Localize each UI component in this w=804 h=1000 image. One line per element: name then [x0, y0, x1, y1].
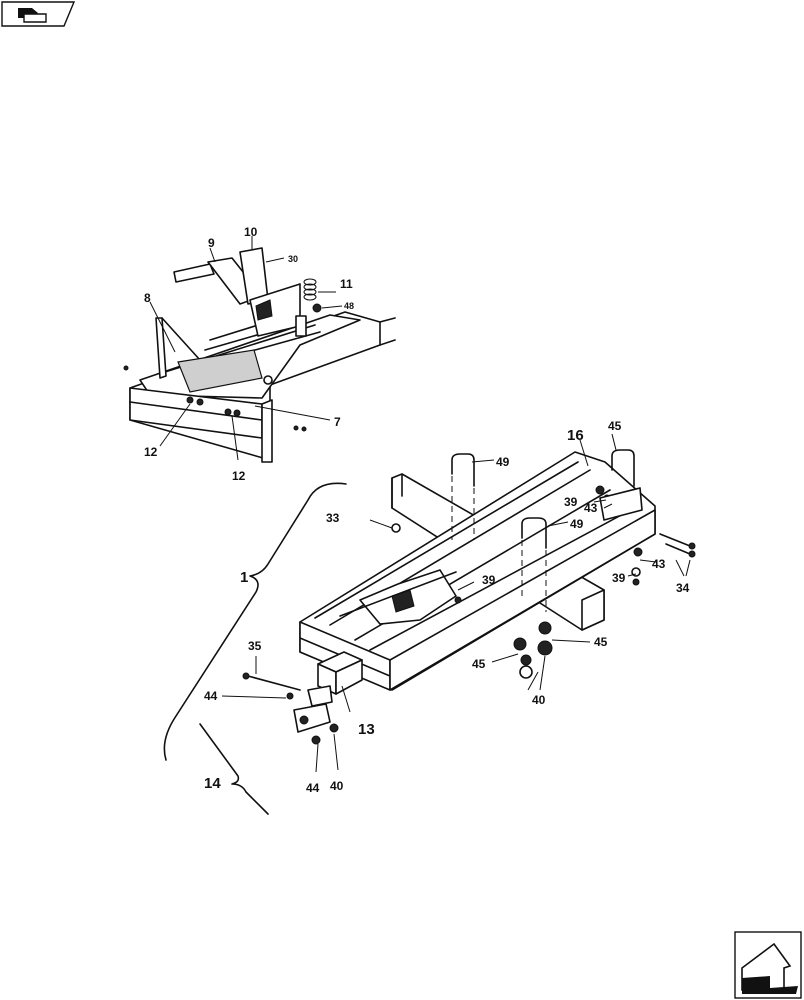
- callout-48: 48: [344, 301, 354, 311]
- callout-7: 7: [334, 415, 341, 429]
- bracket-group-1: [163, 482, 347, 761]
- u-bolt-part: [451, 449, 635, 612]
- callout-39b: 39: [482, 573, 496, 587]
- callout-16: 16: [567, 427, 584, 444]
- callout-labels: 1 7 8 9 10 11 12 12 13 14 16 30 33 34 35…: [144, 225, 690, 795]
- main-frame-assembly: [221, 433, 696, 773]
- callout-45b: 45: [594, 635, 608, 649]
- callout-14: 14: [204, 775, 221, 792]
- callout-44b: 44: [306, 781, 320, 795]
- callout-40b: 40: [330, 779, 344, 793]
- callout-35: 35: [248, 639, 262, 653]
- callout-12a: 12: [144, 445, 158, 459]
- next-page-arrow-icon[interactable]: [734, 931, 802, 999]
- callout-45a: 45: [608, 419, 622, 433]
- callout-10: 10: [244, 225, 258, 239]
- callout-9: 9: [208, 236, 215, 250]
- callout-30: 30: [288, 254, 298, 264]
- callout-40a: 40: [532, 693, 546, 707]
- callout-43a: 43: [584, 501, 598, 515]
- upper-detail-assembly: [123, 236, 396, 463]
- callout-8: 8: [144, 291, 151, 305]
- callout-12b: 12: [232, 469, 246, 483]
- callout-39a: 39: [564, 495, 578, 509]
- callout-49a: 49: [496, 455, 510, 469]
- callout-34: 34: [676, 581, 690, 595]
- callout-39c: 39: [612, 571, 626, 585]
- callout-11: 11: [340, 277, 353, 291]
- spring-part: [303, 278, 317, 301]
- callout-49b: 49: [570, 517, 584, 531]
- callout-1: 1: [240, 569, 248, 586]
- book-page-icon[interactable]: [1, 1, 76, 27]
- callout-43b: 43: [652, 557, 666, 571]
- callout-33: 33: [326, 511, 340, 525]
- bracket-group-14: [199, 723, 269, 815]
- callout-13: 13: [358, 721, 375, 738]
- callout-45c: 45: [472, 657, 486, 671]
- callout-44a: 44: [204, 689, 218, 703]
